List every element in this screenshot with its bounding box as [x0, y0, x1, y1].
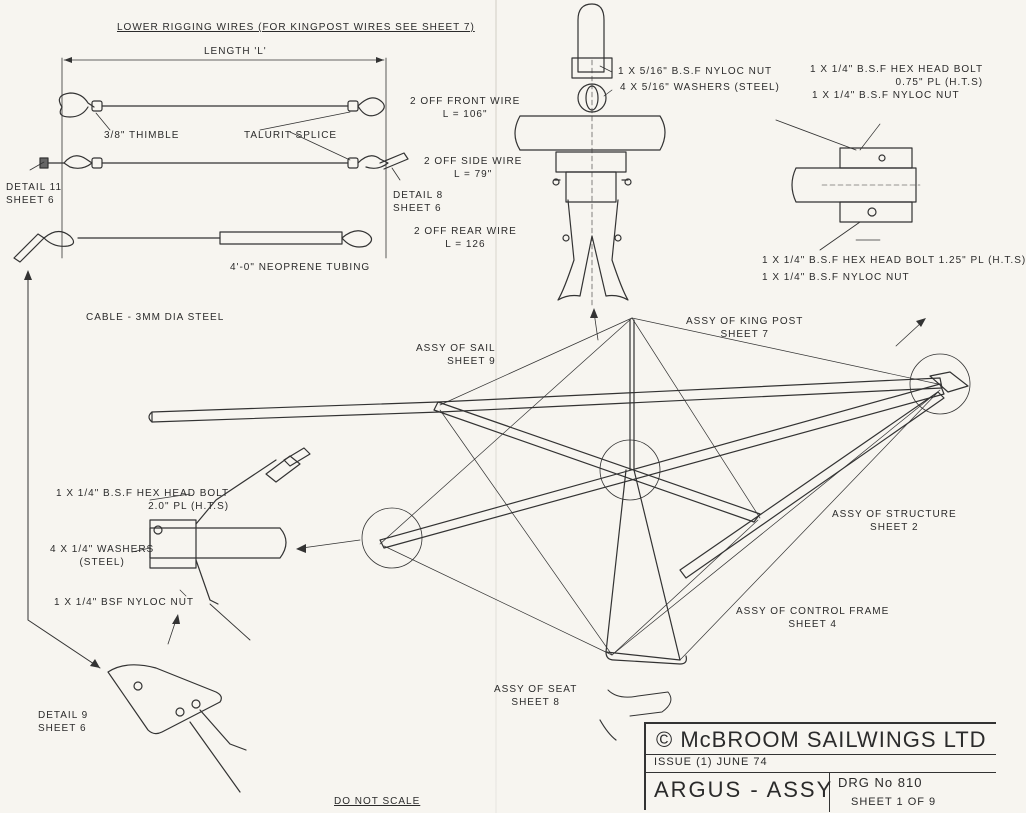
thimble-label: 3/8" THIMBLE	[104, 130, 180, 141]
nyloc-nut-label: 1 X 5/16" B.S.F NYLOC NUT	[618, 66, 773, 77]
sail-label: ASSY OF SAIL SHEET 9	[416, 343, 496, 367]
side-wire-label: 2 OFF SIDE WIRE L = 79"	[424, 156, 523, 180]
keel-fitting-detail	[775, 119, 921, 251]
left-hex-bolt-label: 1 X 1/4" B.S.F HEX HEAD BOLT 2.0" PL (H.…	[56, 488, 230, 512]
title-block: © McBROOM SAILWINGS LTD ISSUE (1) JUNE 7…	[644, 722, 996, 812]
detail-11-label: DETAIL 11 SHEET 6	[6, 182, 63, 206]
cable-label: CABLE - 3mm DIA STEEL	[86, 312, 225, 323]
structure-label: ASSY OF STRUCTURE SHEET 2	[832, 509, 957, 533]
drawing-number: DRG No 810	[838, 775, 923, 790]
drawing-sheet: LOWER RIGGING WIRES (FOR KINGPOST WIRES …	[6, 0, 1025, 813]
neoprene-tubing-label: 4'-0" NEOPRENE TUBING	[230, 262, 371, 273]
issue-date: ISSUE (1) JUNE 74	[654, 756, 768, 768]
nyloc-nut-top-label: 1 X 1/4" B.S.F NYLOC NUT	[812, 90, 960, 101]
hex-bolt-top-label: 1 X 1/4" B.S.F HEX HEAD BOLT 0.75" PL (H…	[810, 64, 984, 88]
drawing-name: ARGUS - ASSY	[654, 777, 834, 802]
do-not-scale-note: DO NOT SCALE	[334, 796, 421, 807]
washers-label: 4 X 5/16" WASHERS (STEEL)	[620, 82, 780, 93]
technical-drawing	[13, 3, 971, 793]
rigging-title: LOWER RIGGING WIRES (FOR KINGPOST WIRES …	[117, 22, 475, 33]
length-label: LENGTH 'L'	[204, 46, 267, 57]
rear-wire-label: 2 OFF REAR WIRE L = 126	[414, 226, 517, 250]
hex-bolt-bottom-label: 1 X 1/4" B.S.F HEX HEAD BOLT 1.25" PL (H…	[762, 255, 1026, 266]
title-block-divider	[646, 754, 996, 755]
title-block-divider	[646, 772, 996, 773]
left-washers-label: 4 X 1/4" WASHERS (STEEL)	[50, 544, 155, 568]
title-block-divider	[829, 772, 830, 812]
sheet-number: SHEET 1 OF 9	[851, 796, 937, 808]
detail-9-label: DETAIL 9 SHEET 6	[38, 710, 89, 734]
king-post-label: ASSY OF KING POST SHEET 7	[686, 316, 804, 340]
page-fold	[495, 0, 497, 813]
nose-fitting-detail	[131, 447, 311, 645]
talurit-splice-label: TALURIT SPLICE	[244, 130, 338, 141]
front-wire-label: 2 OFF FRONT WIRE L = 106"	[410, 96, 521, 120]
left-nyloc-nut-label: 1 X 1/4" BSF NYLOC NUT	[54, 597, 195, 608]
seat-label: ASSY OF SEAT SHEET 8	[494, 684, 578, 708]
detail-8-label: DETAIL 8 SHEET 6	[393, 190, 444, 214]
kingpost-fitting-detail	[514, 3, 666, 306]
nyloc-nut-bottom-label: 1 X 1/4" B.S.F NYLOC NUT	[762, 272, 910, 283]
detail-9-plate	[107, 664, 247, 793]
control-frame-label: ASSY OF CONTROL FRAME SHEET 4	[736, 606, 890, 630]
rigging-wires-diagram	[13, 57, 409, 669]
company-name: © McBROOM SAILWINGS LTD	[656, 727, 987, 752]
airframe-assembly	[148, 308, 971, 741]
